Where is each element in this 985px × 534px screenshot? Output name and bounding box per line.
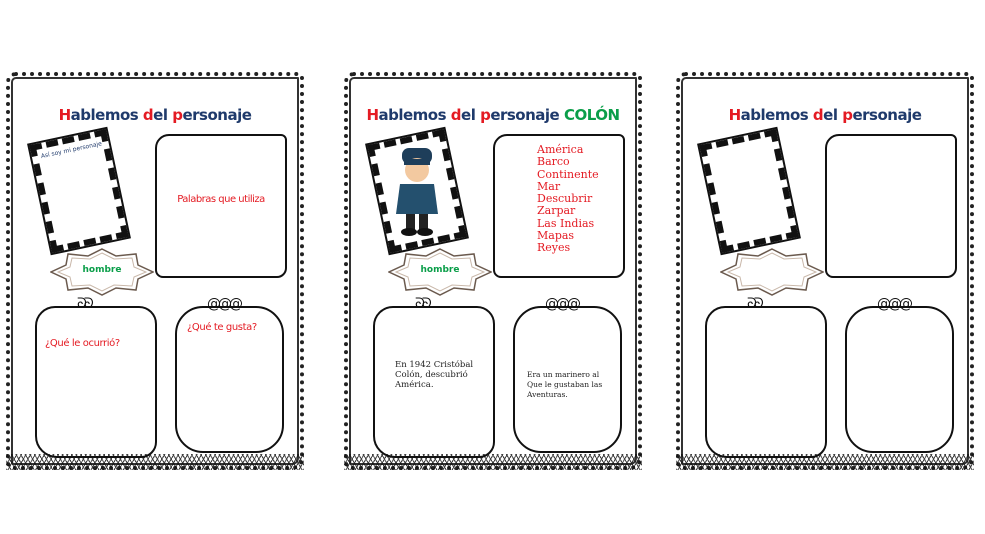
name-badge: hombre xyxy=(49,248,155,296)
left-bottom-box: ᘐᘐ ¿Qué le ocurrió? xyxy=(35,296,157,458)
photo-frame xyxy=(696,126,802,256)
title-part: ersonaje xyxy=(490,106,560,124)
question-left: ¿Qué le ocurrió? xyxy=(45,338,120,349)
left-bottom-box: ᘐᘐ En 1942 Cristóbal Colón, descubrió Amé… xyxy=(373,296,495,458)
title-part: ablemos xyxy=(740,106,813,124)
title-letter: p xyxy=(172,106,183,124)
right-bottom-box: @@@ Era un marinero al Que le gustaban la… xyxy=(513,296,622,453)
columbus-illustration-icon xyxy=(396,148,438,236)
word-item: Reyes xyxy=(537,241,571,255)
name-badge: hombre xyxy=(387,248,493,296)
title-letter: H xyxy=(366,106,379,124)
photo-frame xyxy=(364,126,470,256)
title-part: el xyxy=(823,106,843,124)
title-letter: d xyxy=(812,106,824,124)
title-part: ersonaje xyxy=(182,106,252,124)
swirl-icon: @@@ xyxy=(877,296,913,312)
name-label: hombre xyxy=(82,265,122,275)
title-letter: d xyxy=(142,106,154,124)
worksheet-title: Hablemos del personaje xyxy=(680,106,970,124)
text-left: En 1942 Cristóbal Colón, descubrió Améri… xyxy=(395,360,474,390)
word-item: América xyxy=(537,143,584,156)
name-label: hombre xyxy=(420,265,460,275)
title-letter: H xyxy=(58,106,72,124)
word-item: Zarpar xyxy=(537,204,576,218)
word-item: Mar xyxy=(537,179,561,193)
word-item: Descubrir xyxy=(537,192,593,206)
right-bottom-box: @@@ ¿Qué te gusta? xyxy=(175,296,284,453)
left-bottom-box: ᘐᘐ xyxy=(705,296,827,458)
words-box: Palabras que utiliza xyxy=(155,134,287,278)
word-item: Barco xyxy=(537,155,570,169)
question-right: ¿Qué te gusta? xyxy=(187,322,257,333)
worksheet-2: Hablemos del personaje COLÓN América Bar… xyxy=(344,72,642,470)
swirl-icon: @@@ xyxy=(545,296,581,312)
title-part: ablemos xyxy=(70,106,143,124)
title-part: ablemos xyxy=(378,106,451,124)
title-part: el xyxy=(153,106,173,124)
photo-frame: Así soy mi personaje xyxy=(26,126,132,256)
character-name: COLÓN xyxy=(563,106,620,124)
title-part: ersonaje xyxy=(852,106,922,124)
title-letter: d xyxy=(450,106,462,124)
title-part: el xyxy=(461,106,481,124)
text-right: Era un marinero al Que le gustaban las A… xyxy=(527,370,603,399)
swirl-icon: @@@ xyxy=(207,296,243,312)
title-letter: p xyxy=(480,106,491,124)
star-frame-icon xyxy=(719,248,825,296)
words-box xyxy=(825,134,957,278)
name-badge xyxy=(719,248,825,296)
worksheet-1: Hablemos del personaje Así soy mi person… xyxy=(6,72,304,470)
words-label: Palabras que utiliza xyxy=(177,194,265,205)
words-box: América Barco Continente Mar Descubrir Z… xyxy=(493,134,625,278)
star-frame-icon xyxy=(387,248,493,296)
star-frame-icon xyxy=(49,248,155,296)
title-letter: p xyxy=(842,106,853,124)
worksheet-3: Hablemos del personaje ᘐᘐ @@@ xyxy=(676,72,974,470)
word-item: Mapas xyxy=(537,229,575,243)
loops-icon: ᘐᘐ xyxy=(747,296,764,312)
word-item: Las Indias xyxy=(537,216,595,230)
worksheet-title: Hablemos del personaje xyxy=(10,106,300,124)
word-list: América Barco Continente Mar Descubrir Z… xyxy=(537,143,599,255)
right-bottom-box: @@@ xyxy=(845,296,954,453)
loops-icon: ᘐᘐ xyxy=(415,296,432,312)
loops-icon: ᘐᘐ xyxy=(77,296,94,312)
photo-label: Así soy mi personaje xyxy=(40,140,103,161)
title-letter: H xyxy=(728,106,742,124)
word-item: Continente xyxy=(537,167,599,181)
worksheet-title: Hablemos del personaje COLÓN xyxy=(348,106,638,124)
